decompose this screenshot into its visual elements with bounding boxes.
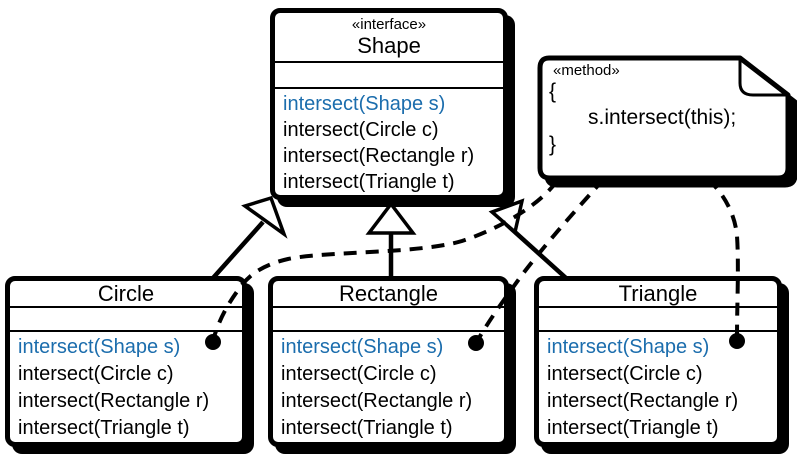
interface-header: «interface» Shape (275, 13, 503, 63)
class-methods-section: intersect(Shape s) intersect(Circle c) i… (539, 332, 777, 442)
method-entry: intersect(Triangle t) (283, 171, 455, 193)
class-box-triangle: Triangle intersect(Shape s) intersect(Ci… (534, 276, 782, 447)
method-entry: intersect(Triangle t) (281, 417, 453, 439)
class-header: Circle (10, 281, 242, 309)
interface-methods-section: intersect(Shape s) intersect(Circle c) i… (275, 89, 503, 195)
hollow-triangle-arrowhead-icon (488, 198, 525, 236)
method-entry: intersect(Shape s) (281, 336, 444, 358)
method-entry: intersect(Rectangle r) (281, 390, 473, 412)
method-entry: intersect(Shape s) (547, 336, 710, 358)
interface-attributes-section (275, 63, 503, 89)
realization-line-triangle-shape (504, 222, 568, 280)
method-entry: intersect(Rectangle r) (18, 390, 210, 412)
hollow-triangle-arrowhead-icon (365, 201, 417, 235)
realization-line-circle-shape (211, 220, 265, 280)
class-name: Circle (97, 281, 155, 306)
method-entry: intersect(Circle c) (18, 363, 174, 385)
class-header: Triangle (539, 281, 777, 309)
hollow-triangle-arrowhead-icon (241, 195, 288, 239)
class-attributes-section (273, 308, 504, 332)
class-name: Triangle (618, 281, 698, 306)
method-entry: intersect(Rectangle r) (547, 390, 739, 412)
interface-name: Shape (357, 33, 421, 58)
note-fold-icon (738, 58, 786, 97)
method-entry: intersect(Circle c) (283, 119, 439, 141)
interface-stereotype: «interface» (351, 16, 427, 33)
class-name: Rectangle (338, 281, 439, 306)
class-box-rectangle: Rectangle intersect(Shape s) intersect(C… (268, 276, 509, 447)
interface-box-shape: «interface» Shape intersect(Shape s) int… (270, 8, 508, 200)
note-stereotype: «method» (553, 62, 620, 79)
class-box-circle: Circle intersect(Shape s) intersect(Circ… (5, 276, 247, 447)
method-entry: intersect(Triangle t) (18, 417, 190, 439)
method-entry: intersect(Shape s) (283, 93, 446, 115)
class-header: Rectangle (273, 281, 504, 309)
class-methods-section: intersect(Shape s) intersect(Circle c) i… (273, 332, 504, 442)
method-entry: intersect(Shape s) (18, 336, 181, 358)
method-entry: intersect(Circle c) (281, 363, 437, 385)
class-attributes-section (539, 308, 777, 332)
method-entry: intersect(Rectangle r) (283, 145, 475, 167)
method-entry: intersect(Triangle t) (547, 417, 719, 439)
method-entry: intersect(Circle c) (547, 363, 703, 385)
note-brace-open: { (549, 80, 557, 103)
class-methods-section: intersect(Shape s) intersect(Circle c) i… (10, 332, 242, 442)
note-brace-close: } (549, 133, 557, 156)
class-attributes-section (10, 308, 242, 332)
note-code-line: s.intersect(this); (588, 106, 737, 129)
